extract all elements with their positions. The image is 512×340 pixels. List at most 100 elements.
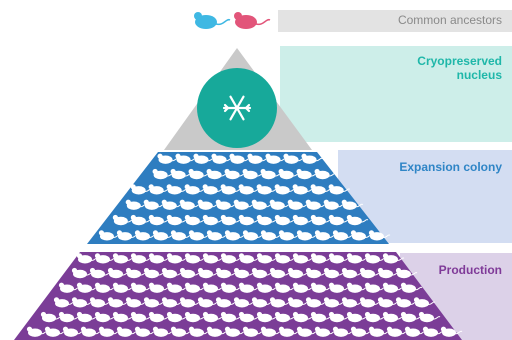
mouse-icon <box>112 282 135 293</box>
mouse-icon <box>166 282 189 293</box>
mouse-icon <box>224 168 246 180</box>
mouse-icon <box>62 326 85 337</box>
mouse-icon <box>247 153 269 164</box>
mouse-icon <box>364 282 387 293</box>
mouse-icon <box>242 168 264 180</box>
mouse-icon <box>202 184 225 195</box>
mouse-icon <box>287 199 310 210</box>
mouse-icon <box>296 168 318 180</box>
mouse-icon <box>238 253 261 264</box>
mouse-icon <box>251 199 274 210</box>
mouse-icon <box>323 267 346 279</box>
mouse-icon <box>278 230 301 241</box>
mouse-icon <box>278 326 301 337</box>
pyramid-production-band <box>14 252 462 340</box>
mouse-icon <box>260 168 282 180</box>
mouse-icon <box>368 230 391 241</box>
mouse-icon <box>265 153 287 164</box>
mouse-icon <box>305 199 328 210</box>
mouse-icon <box>76 253 99 264</box>
mouse-icon <box>305 297 328 308</box>
mouse-icon <box>197 199 220 210</box>
mouse-icon <box>89 297 112 308</box>
mouse-icon <box>278 168 300 180</box>
mouse-icon <box>341 297 364 308</box>
mouse-icon <box>368 326 391 337</box>
mouse-icon <box>161 267 184 279</box>
mouse-icon <box>116 230 139 241</box>
mouse-icon <box>184 253 207 264</box>
mouse-icon <box>170 168 192 180</box>
label-expansion-colony: Expansion colony <box>338 150 512 243</box>
expansion-mice <box>98 153 391 241</box>
mouse-icon <box>328 214 351 226</box>
mouse-icon <box>58 282 81 293</box>
mouse-icon <box>211 153 233 164</box>
mouse-icon <box>112 214 135 226</box>
mouse-icon <box>233 297 256 308</box>
label-common-ancestors: Common ancestors <box>278 10 512 32</box>
mouse-icon <box>274 311 297 323</box>
mouse-icon <box>175 153 197 164</box>
mouse-icon <box>215 199 238 210</box>
mouse-icon <box>251 267 274 279</box>
mouse-icon <box>422 326 445 337</box>
mouse-icon <box>238 184 261 195</box>
mouse-icon <box>260 326 283 337</box>
mouse-icon <box>301 153 323 164</box>
mouse-icon <box>382 253 405 264</box>
mouse-icon <box>107 267 130 279</box>
mouse-icon <box>125 199 148 210</box>
mouse-icon <box>283 153 305 164</box>
mouse-icon <box>314 326 337 337</box>
mouse-icon <box>143 297 166 308</box>
mouse-icon <box>364 253 387 264</box>
mouse-icon <box>224 326 247 337</box>
mouse-icon <box>386 326 409 337</box>
mouse-icon <box>332 326 355 337</box>
mouse-icon <box>206 230 229 241</box>
mouse-icon <box>157 153 179 164</box>
mouse-icon <box>395 267 418 279</box>
mouse-icon <box>242 326 265 337</box>
mouse-icon <box>202 214 225 226</box>
mouse-icon <box>341 199 364 210</box>
mouse-icon <box>314 168 336 180</box>
mouse-icon <box>233 199 256 210</box>
mouse-icon <box>202 282 225 293</box>
mouse-icon <box>148 253 171 264</box>
mouse-icon <box>130 253 153 264</box>
mouse-icon <box>413 297 436 308</box>
mouse-icon <box>40 311 63 323</box>
mouse-icon <box>166 184 189 195</box>
pyramid-expansion-band <box>87 152 389 244</box>
mouse-icon <box>296 326 319 337</box>
mouse-icon <box>148 311 171 323</box>
mouse-icon <box>76 311 99 323</box>
mouse-icon <box>292 253 315 264</box>
mouse-icon <box>143 199 166 210</box>
mouse-icon <box>130 311 153 323</box>
mouse-icon <box>310 214 333 226</box>
cryo-label-text: Cryopreserved nucleus <box>417 54 502 82</box>
mouse-icon <box>328 184 351 195</box>
mouse-icon <box>310 253 333 264</box>
mouse-icon <box>53 297 76 308</box>
mouse-icon <box>238 282 261 293</box>
snowflake-icon <box>222 95 252 121</box>
ancestor-mice <box>194 12 271 29</box>
mouse-icon <box>310 184 333 195</box>
mouse-icon <box>134 326 157 337</box>
mouse-icon <box>377 267 400 279</box>
mouse-icon <box>184 214 207 226</box>
mouse-icon <box>256 214 279 226</box>
label-cryopreserved-nucleus: Cryopreserved nucleus <box>280 46 512 142</box>
ancestor-mouse-blue <box>194 12 231 29</box>
mouse-icon <box>94 311 117 323</box>
mouse-icon <box>130 282 153 293</box>
mouse-icon <box>274 282 297 293</box>
mouse-icon <box>107 297 130 308</box>
mouse-icon <box>220 282 243 293</box>
mouse-icon <box>58 311 81 323</box>
mouse-icon <box>346 311 369 323</box>
